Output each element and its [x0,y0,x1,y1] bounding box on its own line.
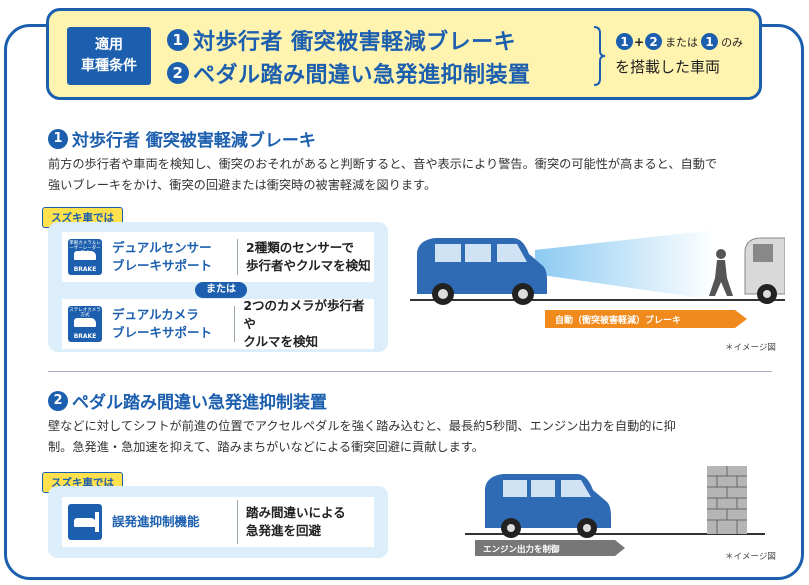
system-card: 誤発進抑制機能 踏み間違いによる 急発進を回避 [62,497,374,547]
feature-2-title: ペダル踏み間違い急発進抑制装置 [193,63,531,88]
section-2-description: 壁などに対してシフトが前進の位置でアクセルペダルを強く踏み込むと、最長約5秒間、… [48,416,778,458]
feature-1-title: 対歩行者 衝突被害軽減ブレーキ [193,30,517,55]
condition-line-1: 適用 [95,37,123,53]
brace-icon [593,26,606,86]
equipped-vehicles-text: を搭載した車両 [615,58,721,76]
system-name: デュアルセンサー ブレーキサポート [112,239,238,275]
combination-formula: 1 + 2 または 1 のみ [615,33,761,50]
section-1-description: 前方の歩行者や車両を検知し、衝突のおそれがあると判断すると、音や表示により警告。… [48,154,778,196]
system-name: 誤発進抑制機能 [112,500,238,544]
system-name-line: デュアルカメラ [112,307,199,322]
system-description: 踏み間違いによる 急発進を回避 [246,504,346,540]
section-2-system-panel: 誤発進抑制機能 踏み間違いによる 急発進を回避 [48,486,388,558]
image-note: ＊イメージ図 [725,343,776,353]
sensor-beam [535,230,715,300]
brake-illustration: 自動（衝突被害軽減）ブレーキ [410,230,785,328]
number-badge: 1 [701,33,719,50]
brake-support-icon: ステレオカメラ方式 BRAKE [68,306,102,342]
icon-brake-label: BRAKE [73,333,97,340]
engine-control-arrow-label: エンジン出力を制御 [483,544,560,555]
number-badge: 1 [167,29,189,51]
applicable-vehicle-conditions-label: 適用 車種条件 [67,27,151,85]
number-badge: 2 [48,390,68,411]
feature-1-line: 1 対歩行者 衝突被害軽減ブレーキ [167,25,516,55]
plus-sign: + [634,34,645,49]
system-name-line: ブレーキサポート [112,258,213,273]
system-name-line: ブレーキサポート [112,325,213,340]
description-line: 壁などに対してシフトが前進の位置でアクセルペダルを強く踏み込むと、最長約5秒間、… [48,419,676,433]
auto-brake-arrow-label: 自動（衝突被害軽減）ブレーキ [555,314,681,326]
section-2-title: ペダル踏み間違い急発進抑制装置 [72,393,327,413]
car-icon [417,238,547,305]
section-divider [48,371,772,372]
feature-2-line: 2 ペダル踏み間違い急発進抑制装置 [167,58,531,88]
description-line: 強いブレーキをかけ、衝突の回避または衝突時の被害軽減を図ります。 [48,178,437,192]
icon-brake-label: BRAKE [73,266,97,273]
number-badge: 1 [616,33,633,50]
icon-caption: ステレオカメラ方式 [69,308,101,318]
condition-line-2: 車種条件 [81,58,137,74]
system-name: デュアルカメラ ブレーキサポート [112,306,236,342]
system-card: ステレオカメラ方式 BRAKE デュアルカメラ ブレーキサポート 2つのカメラが… [62,297,374,351]
system-desc-line: 2つのカメラが歩行者や [243,298,365,331]
misacceleration-icon [68,504,102,540]
car-icon [485,474,611,538]
system-description: 2種類のセンサーで 歩行者やクルマを検知 [246,239,371,275]
system-description: 2つのカメラが歩行者や クルマを検知 [243,297,374,351]
section-1-systems-panel: 単眼カメラ＆レーザーレーダー方式 BRAKE デュアルセンサー ブレーキサポート… [48,222,388,352]
section-1-heading: 1 対歩行者 衝突被害軽減ブレーキ [48,126,316,151]
image-note: ＊イメージ図 [725,552,776,562]
pedestrian-icon [709,249,733,296]
description-line: 制。急発進・急加速を抑えて、踏みまちがいなどによる衝突回避に貢献します。 [48,440,484,454]
description-line: 前方の歩行者や車両を検知し、衝突のおそれがあると判断すると、音や表示により警告。… [48,157,718,171]
pedal-misapplication-illustration: エンジン出力を制御 [465,466,765,556]
number-badge: 2 [645,33,663,50]
auto-brake-arrow [545,310,747,328]
system-desc-line: 急発進を回避 [246,523,322,538]
section-2-heading: 2 ペダル踏み間違い急発進抑制装置 [48,388,327,413]
only-text: のみ [721,35,744,49]
brake-support-icon: 単眼カメラ＆レーザーレーダー方式 BRAKE [68,239,102,275]
system-name-line: デュアルセンサー [112,240,212,255]
system-card: 単眼カメラ＆レーザーレーダー方式 BRAKE デュアルセンサー ブレーキサポート… [62,232,374,282]
system-desc-line: 踏み間違いによる [246,505,346,520]
section-1-title: 対歩行者 衝突被害軽減ブレーキ [72,131,316,151]
conditions-banner: 適用 車種条件 1 対歩行者 衝突被害軽減ブレーキ 2 ペダル踏み間違い急発進抑… [46,8,762,100]
parked-car-icon [744,237,785,304]
engine-control-arrow [475,540,625,556]
wall-icon [707,466,747,534]
system-desc-line: 2種類のセンサーで [246,240,354,255]
or-text: または [665,35,699,49]
or-badge: または [195,282,247,298]
system-desc-line: クルマを検知 [243,334,318,349]
system-desc-line: 歩行者やクルマを検知 [246,258,371,273]
number-badge: 1 [48,128,68,149]
combination-note: 1 + 2 または 1 のみ を搭載した車両 [615,33,761,77]
number-badge: 2 [167,62,189,84]
